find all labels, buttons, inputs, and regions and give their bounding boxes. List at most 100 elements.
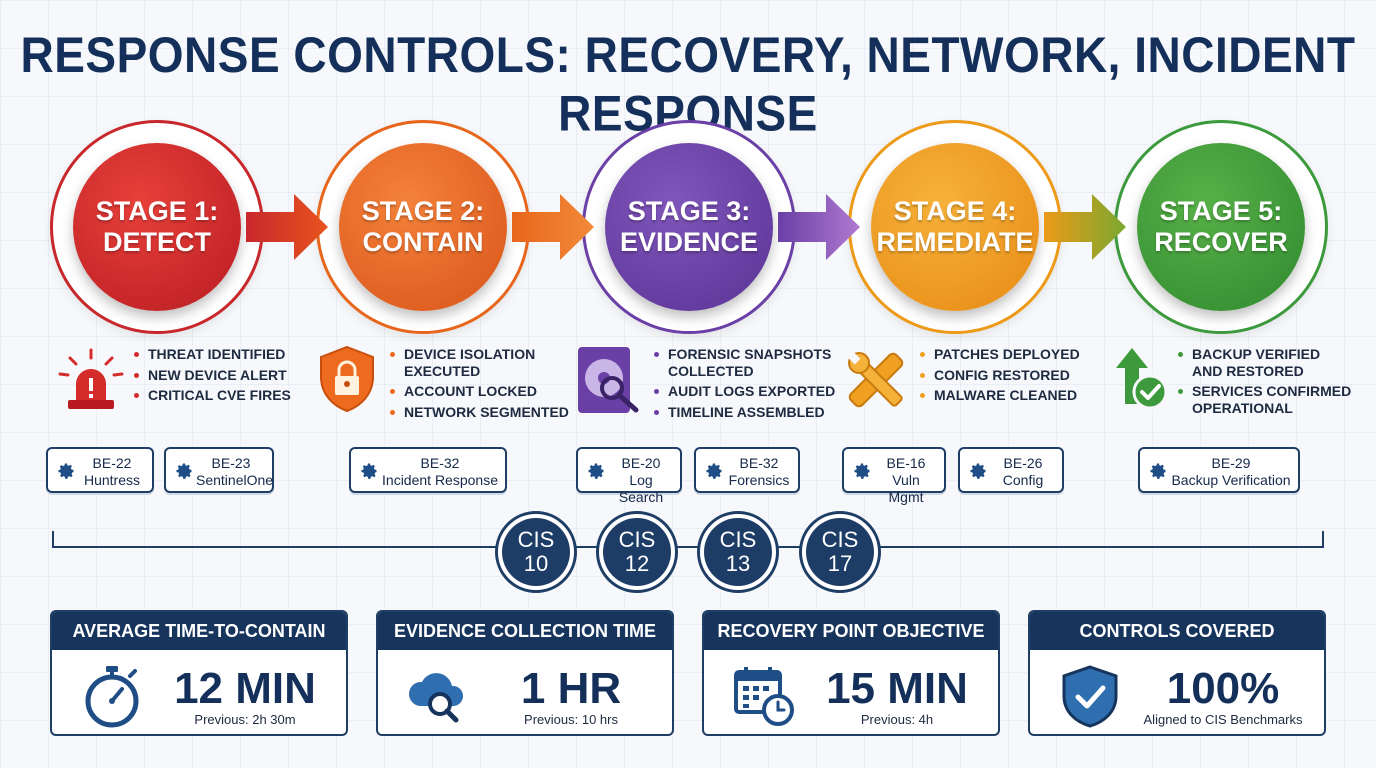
metric-value: 15 MIN [826,664,968,713]
stage-2-name: CONTAIN [362,227,484,257]
list-item: DEVICE ISOLATION EXECUTED [390,346,569,379]
cloud-search-icon [408,673,464,723]
cis-number: 13 [725,551,751,576]
metric-value: 12 MIN [174,664,316,713]
cis-bracket-tick [1322,531,1324,548]
metric-heading: CONTROLS COVERED [1030,612,1324,650]
upload-check-icon [1116,348,1168,410]
cis-bracket-tick [52,531,54,548]
arrow-right-icon [778,194,860,260]
stage-2-number: STAGE 2: [361,196,485,226]
list-item: FORENSIC SNAPSHOTS COLLECTED [654,346,835,379]
stage-recover: STAGE 5: RECOVER [1114,120,1328,334]
badge-code: BE-32 [420,455,460,471]
arrow-right-icon [1044,194,1126,260]
shield-lock-icon [320,345,374,413]
cis-number: 12 [624,551,650,576]
stage-3-number: STAGE 3: [627,196,751,226]
list-item: NEW DEVICE ALERT [134,367,291,384]
stage-4-name: REMEDIATE [876,227,1034,257]
stage-5-bullets: BACKUP VERIFIED AND RESTORED SERVICES CO… [1178,346,1351,420]
list-item: CRITICAL CVE FIRES [134,387,291,404]
stage-evidence: STAGE 3: EVIDENCE [582,120,796,334]
calendar-clock-icon [734,667,794,726]
stage-3-bullets: FORENSIC SNAPSHOTS COLLECTED AUDIT LOGS … [654,346,835,424]
stage-2-bullets: DEVICE ISOLATION EXECUTED ACCOUNT LOCKED… [390,346,569,424]
metric-heading: EVIDENCE COLLECTION TIME [378,612,672,650]
metric-card-time-to-contain: AVERAGE TIME-TO-CONTAIN 12 MIN Previous:… [50,610,348,736]
list-item: PATCHES DEPLOYED [920,346,1080,363]
badge-code: BE-29 [1211,455,1251,471]
badge-label: Backup Verification [1171,472,1291,488]
badge-code: BE-32 [739,455,779,471]
stage-3-name: EVIDENCE [619,227,759,257]
gear-icon [706,463,722,479]
arrow-right-icon [246,194,328,260]
shield-check-icon [1062,665,1118,728]
metric-card-controls-covered: CONTROLS COVERED 100% Aligned to CIS Ben… [1028,610,1326,736]
stage-1-number: STAGE 1: [95,196,219,226]
metric-previous: Previous: 4h [860,712,934,727]
metric-heading: AVERAGE TIME-TO-CONTAIN [52,612,346,650]
list-item: NETWORK SEGMENTED [390,404,569,421]
list-item: THREAT IDENTIFIED [134,346,291,363]
stage-4-bullets: PATCHES DEPLOYED CONFIG RESTORED MALWARE… [920,346,1080,408]
forensic-disk-icon [578,347,639,413]
gear-icon [176,463,192,479]
cis-label: CIS [719,527,757,552]
tools-icon [847,351,904,408]
cis-label: CIS [517,527,555,552]
list-item: MALWARE CLEANED [920,387,1080,404]
page-title: RESPONSE CONTROLS: RECOVERY, NETWORK, IN… [20,26,1356,142]
list-item: CONFIG RESTORED [920,367,1080,384]
metric-card-evidence-collection: EVIDENCE COLLECTION TIME 1 HR Previous: … [376,610,674,736]
gear-icon [1150,463,1166,479]
cis-number: 10 [523,551,549,576]
gear-icon [58,463,74,479]
stage-5-number: STAGE 5: [1159,196,1283,226]
cis-label: CIS [618,527,656,552]
badge-code: BE-23 [211,455,251,471]
stage-5-name: RECOVER [1154,227,1288,257]
stopwatch-icon [85,666,139,728]
badge-label: Incident Response [382,472,498,488]
metric-previous: Aligned to CIS Benchmarks [1143,712,1303,727]
stage-detect: STAGE 1: DETECT [50,120,264,334]
list-item: AUDIT LOGS EXPORTED [654,383,835,400]
metric-heading: RECOVERY POINT OBJECTIVE [704,612,998,650]
stage-4-number: STAGE 4: [893,196,1017,226]
gear-icon [588,463,604,479]
cis-number: 17 [827,551,853,576]
stage-1-name: DETECT [103,227,211,257]
badge-code: BE-22 [92,455,132,471]
arrow-right-icon [512,194,594,260]
gear-icon [854,463,870,479]
metric-previous: Previous: 2h 30m [194,712,296,727]
metric-value: 100% [1166,664,1280,713]
metric-previous: Previous: 10 hrs [524,712,618,727]
badge-code: BE-26 [1003,455,1043,471]
badge-label: Vuln Mgmt [888,472,924,505]
cis-label: CIS [821,527,859,552]
badge-label: Log Search [618,472,664,505]
list-item: TIMELINE ASSEMBLED [654,404,835,421]
badge-code: BE-20 [621,455,661,471]
gear-icon [970,463,986,479]
stage-1-bullets: THREAT IDENTIFIED NEW DEVICE ALERT CRITI… [134,346,291,408]
metric-value: 1 HR [520,664,622,713]
badge-label: SentinelOne [196,472,274,488]
badge-label: Config [1002,472,1044,488]
gear-icon [361,463,377,479]
